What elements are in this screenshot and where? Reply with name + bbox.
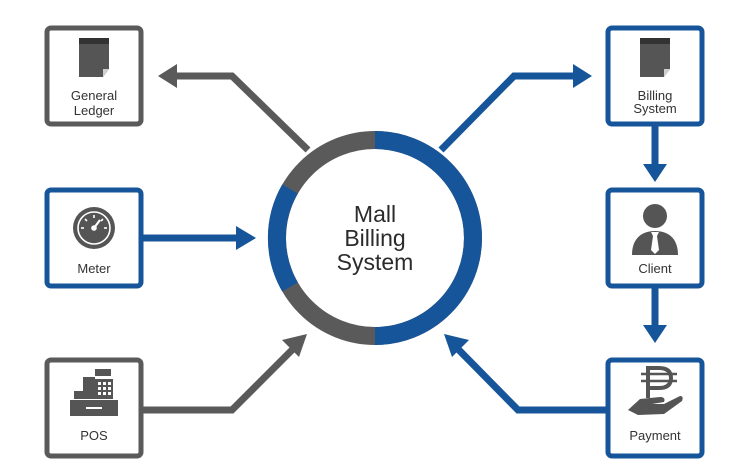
hub-arc-blue-left (267, 184, 298, 292)
node-payment: Payment (605, 357, 705, 459)
person-icon (632, 204, 678, 255)
ledger-book-icon (640, 38, 670, 77)
hub-title-line-1: Mall (354, 201, 396, 227)
hub-title-line-2: Billing (344, 225, 405, 251)
gauge-icon (73, 207, 115, 249)
arrow-center-to-general-ledger (158, 64, 311, 153)
node-label-line-1: General (71, 88, 117, 103)
node-label: Client (638, 261, 672, 276)
arrow-meter-to-center (143, 226, 256, 250)
arrow-center-to-billing-system (438, 64, 592, 153)
node-label: POS (80, 428, 108, 443)
node-label: Payment (629, 428, 681, 443)
arrow-pos-to-center (143, 334, 307, 414)
hub-title-line-3: System (337, 249, 414, 275)
cash-register-icon (70, 369, 118, 416)
node-label: Meter (77, 261, 111, 276)
node-meter: Meter (44, 187, 144, 289)
ledger-book-icon (79, 38, 109, 77)
connectors (143, 64, 667, 414)
center-hub: Mall Billing System (267, 131, 482, 345)
node-label-line-1: Billing (638, 88, 673, 103)
arrow-payment-to-center (444, 334, 607, 414)
node-billing-system: Billing System (605, 25, 705, 127)
node-label-line-2: System (633, 101, 676, 116)
node-pos: POS (44, 357, 144, 459)
node-label-line-2: Ledger (74, 103, 115, 118)
arrow-client-to-payment (643, 287, 667, 343)
node-client: Client (605, 187, 705, 289)
node-general-ledger: General Ledger (44, 25, 144, 127)
peso-hand-icon (628, 366, 683, 415)
hub-arc-blue-right (374, 131, 482, 345)
arrow-billing-to-client (643, 126, 667, 182)
